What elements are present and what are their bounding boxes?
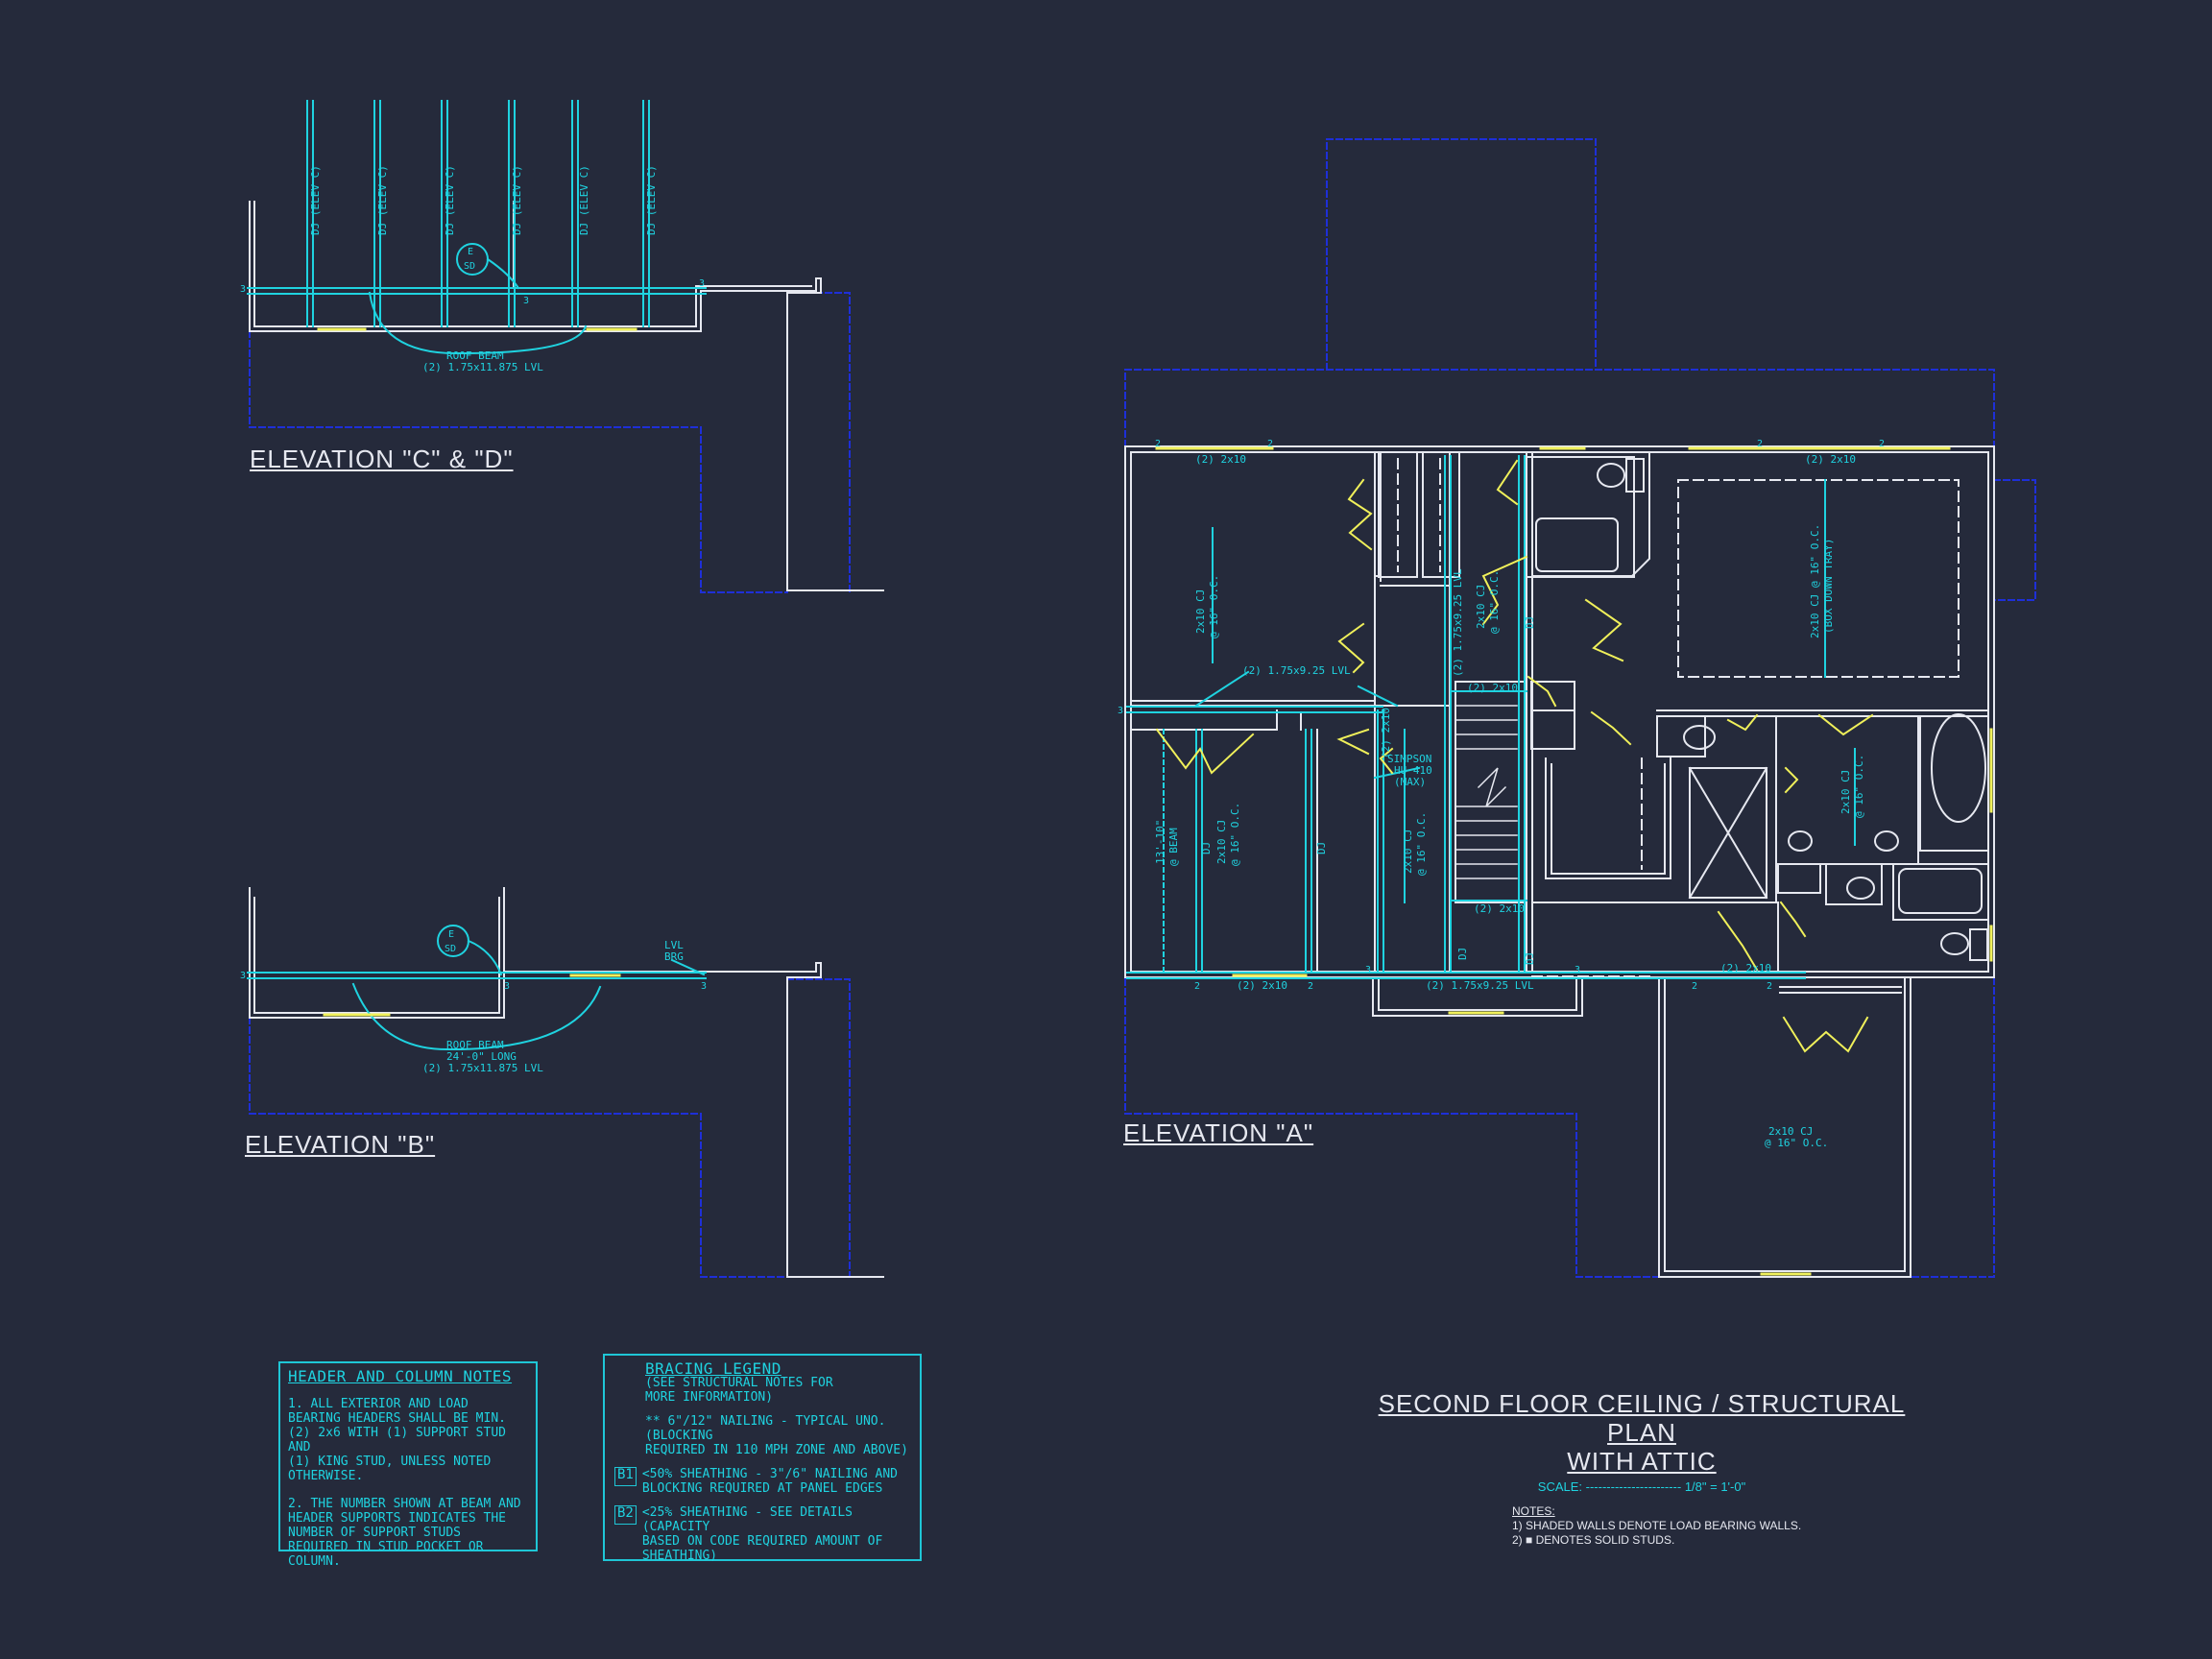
bracing-sub: (SEE STRUCTURAL NOTES FOR MORE INFORMATI… <box>645 1376 833 1405</box>
dj-a4: DJ <box>1456 948 1469 960</box>
cj-room2-2: @ 16" O.C. <box>1229 803 1241 866</box>
lvl-beam-label: (2) 1.75x9.25 LVL <box>1242 664 1351 677</box>
stud-count-3: 3 <box>240 284 246 295</box>
lvl-beam-label-b: (2) 1.75x9.25 LVL <box>1426 979 1534 992</box>
header-note-1: 1. ALL EXTERIOR AND LOAD BEARING HEADERS… <box>288 1397 506 1483</box>
plan-title-line1: SECOND FLOOR CEILING / STRUCTURAL PLAN <box>1378 1389 1906 1447</box>
cj-v-2: @ 16" O.C. <box>1488 570 1501 634</box>
cj-room2-1: 2x10 CJ <box>1215 820 1228 864</box>
cj-v-1: 2x10 CJ <box>1475 585 1487 629</box>
plan-title-line2: WITH ATTIC <box>1567 1447 1717 1476</box>
bracing-line1: ** 6"/12" NAILING - TYPICAL UNO. (BLOCKI… <box>645 1414 908 1457</box>
note-2: 2) ■ DENOTES SOLID STUDS. <box>1512 1533 1675 1547</box>
dj-a2: DJ <box>1315 842 1328 854</box>
beam-13-1: 13'-10" <box>1154 820 1166 864</box>
cj-bath-2: @ 16" O.C. <box>1853 755 1865 818</box>
b1-symbol: B1 <box>614 1467 637 1486</box>
sd-symbol-b: SD <box>445 944 456 954</box>
header-2x10-c: (2) 2x10 <box>1467 682 1518 694</box>
cj-room1-1: 2x10 CJ <box>1194 589 1207 634</box>
num-a4: 2 <box>1879 439 1885 449</box>
roof-beam-b-line2: 24'-0" LONG <box>446 1050 517 1063</box>
bracing-legend: BRACING LEGEND (SEE STRUCTURAL NOTES FOR… <box>603 1354 922 1563</box>
roof-beam-b-line3: (2) 1.75x11.875 LVL <box>422 1062 543 1074</box>
cd-texts: DJ (ELEV C) DJ (ELEV C) DJ (ELEV C) DJ (… <box>240 165 705 373</box>
elevation-b-drawing <box>247 887 884 1278</box>
header-column-notes: HEADER AND COLUMN NOTES 1. ALL EXTERIOR … <box>278 1361 538 1569</box>
header-2x10-e: (2) 2x10 <box>1237 979 1287 992</box>
notes-title: NOTES: <box>1512 1504 1555 1518</box>
dj-a3: DJ <box>1524 616 1536 629</box>
header-2x10-d: (2) 2x10 <box>1474 902 1525 915</box>
roof-beam-cd-line2: (2) 1.75x11.875 LVL <box>422 361 543 373</box>
simpson-3: (MAX) <box>1394 776 1426 788</box>
dj-a1: DJ <box>1200 842 1213 854</box>
sd-symbol: SD <box>464 261 475 272</box>
cj-room1-2: @ 16" O.C. <box>1208 575 1220 638</box>
a-texts: (2) 2x10 (2) 2x10 (2) 1.75x9.25 LVL (2) … <box>1118 439 1885 1149</box>
num-a2: 2 <box>1267 439 1273 449</box>
dj-label-3: DJ (ELEV C) <box>444 165 456 235</box>
b-texts: E SD LVL BRG ROOF BEAM 24'-0" LONG (2) 1… <box>240 929 707 1074</box>
num-a11: 2 <box>1767 981 1772 992</box>
dj-label-6: DJ (ELEV C) <box>645 165 658 235</box>
lvl-brg-line2: BRG <box>664 950 684 963</box>
stud-count-3c: 3 <box>523 296 529 306</box>
simpson-1: SIMPSON <box>1387 753 1431 765</box>
num-a9: 3 <box>1575 965 1580 975</box>
elevation-cd-title: ELEVATION "C" & "D" <box>250 445 514 473</box>
plan-title: SECOND FLOOR CEILING / STRUCTURAL PLAN W… <box>1344 1389 1939 1494</box>
elevation-b-title: ELEVATION "B" <box>245 1130 436 1159</box>
num-a8: 3 <box>1365 965 1371 975</box>
cj-hall-1: 2x10 CJ <box>1402 830 1414 874</box>
num-a7: 2 <box>1308 981 1313 992</box>
header-2x10-f: (2) 2x10 <box>1720 962 1771 974</box>
cj-bath-1: 2x10 CJ <box>1839 770 1852 814</box>
num-a6: 2 <box>1194 981 1200 992</box>
e-symbol: E <box>468 247 473 257</box>
header-note-2: 2. THE NUMBER SHOWN AT BEAM AND HEADER S… <box>288 1497 521 1569</box>
dj-label-4: DJ (ELEV C) <box>511 165 523 235</box>
num-a5: 3 <box>1118 706 1123 716</box>
plan-scale: SCALE: ----------------------- 1/8" = 1'… <box>1537 1479 1746 1494</box>
num-a3: 2 <box>1757 439 1763 449</box>
dj-a5: DJ <box>1524 952 1536 965</box>
lvl-brg-line1: LVL <box>664 939 684 951</box>
simpson-2: HU 410 <box>1394 764 1432 777</box>
header-2x10-b: (2) 2x10 <box>1805 453 1856 466</box>
note-1: 1) SHADED WALLS DENOTE LOAD BEARING WALL… <box>1512 1519 1802 1532</box>
cj-master-1: 2x10 CJ @ 16" O.C. <box>1809 524 1821 638</box>
roof-beam-b-line1: ROOF BEAM <box>446 1039 504 1051</box>
dj-label-2: DJ (ELEV C) <box>376 165 389 235</box>
header-2x10-a: (2) 2x10 <box>1195 453 1246 466</box>
stud-count-b3: 3 <box>701 981 707 992</box>
header-notes-title: HEADER AND COLUMN NOTES <box>288 1367 513 1385</box>
elevation-a-title: ELEVATION "A" <box>1123 1118 1314 1147</box>
roof-beam-cd-line1: ROOF BEAM <box>446 349 504 362</box>
b2-symbol: B2 <box>614 1505 637 1525</box>
v-2x10: (2) 2x10 <box>1380 708 1392 758</box>
stud-count-b2: 3 <box>504 981 510 992</box>
num-a10: 2 <box>1692 981 1697 992</box>
lvl-vertical: (2) 1.75x9.25 LVL <box>1452 568 1464 677</box>
b1-text: <50% SHEATHING - 3"/6" NAILING AND BLOCK… <box>641 1467 898 1496</box>
e-symbol-b: E <box>448 929 454 940</box>
cj-bottom-1: 2x10 CJ <box>1768 1125 1813 1138</box>
dj-label-5: DJ (ELEV C) <box>578 165 590 235</box>
cj-bottom-2: @ 16" O.C. <box>1765 1137 1828 1149</box>
stud-count-b1: 3 <box>240 971 246 981</box>
cj-hall-2: @ 16" O.C. <box>1415 812 1428 876</box>
main-plan-drawing <box>1124 138 2036 1278</box>
num-a1: 2 <box>1155 439 1161 449</box>
b2-text: <25% SHEATHING - SEE DETAILS (CAPACITY B… <box>641 1505 883 1563</box>
cj-master-2: (BOX DOWN TRAY) <box>1822 539 1835 634</box>
elevation-cd-drawing <box>247 100 884 593</box>
bracing-title: BRACING LEGEND <box>645 1359 781 1378</box>
plan-notes: NOTES: 1) SHADED WALLS DENOTE LOAD BEARI… <box>1512 1504 1801 1548</box>
beam-13-2: @ BEAM <box>1167 828 1180 866</box>
dj-label-1: DJ (ELEV C) <box>309 165 322 235</box>
stud-count-3b: 3 <box>699 278 705 289</box>
